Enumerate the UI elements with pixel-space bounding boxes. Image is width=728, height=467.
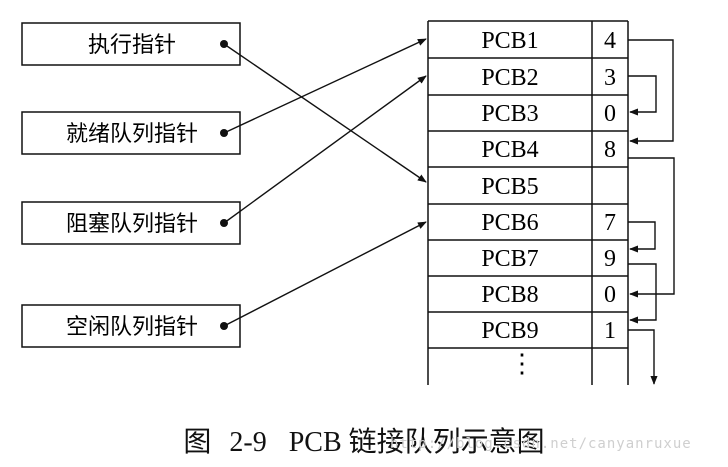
arrow-ready-to-pcb1 xyxy=(223,38,427,134)
pointer-arrows xyxy=(223,38,427,327)
caption-figure-number: 2-9 xyxy=(229,427,267,458)
caption-figure-word: 图 xyxy=(183,427,212,458)
pcb-next: 8 xyxy=(604,137,616,163)
pointer-label-free: 空闲队列指针 xyxy=(66,315,198,340)
link-arrows xyxy=(628,39,675,385)
pcb-next: 9 xyxy=(604,246,616,272)
pointer-box-exec: 执行指针 xyxy=(21,22,241,66)
link-pcb7-to-pcb9 xyxy=(628,263,657,324)
pcb-name: PCB3 xyxy=(481,101,538,127)
pcb-next: 7 xyxy=(604,210,616,236)
arrow-free-to-pcb6 xyxy=(223,221,427,327)
pointer-box-free: 空闲队列指针 xyxy=(21,304,241,348)
link-pcb4-to-pcb8 xyxy=(628,157,675,298)
pcb-name: PCB2 xyxy=(481,65,538,91)
pointer-box-ready: 就绪队列指针 xyxy=(21,111,241,155)
link-pcb9-continue xyxy=(628,329,658,385)
pcb-next: 0 xyxy=(604,101,616,127)
pcb-name: PCB9 xyxy=(481,318,538,344)
pointer-box-blocked: 阻塞队列指针 xyxy=(21,201,241,245)
pcb-name: PCB7 xyxy=(481,246,538,272)
arrow-blocked-to-pcb2 xyxy=(223,75,427,224)
pcb-table: PCB1 PCB2 PCB3 PCB4 PCB5 PCB6 PCB7 PCB8 … xyxy=(427,20,629,385)
arrow-exec-to-pcb5 xyxy=(223,43,427,183)
pointer-label-ready: 就绪队列指针 xyxy=(66,122,198,147)
pcb-name: PCB5 xyxy=(481,174,538,200)
link-pcb6-to-pcb7 xyxy=(628,221,656,253)
pcb-name: PCB6 xyxy=(481,210,538,236)
figure-caption: 图 2-9 PCB 链接队列示意图 xyxy=(0,420,728,460)
link-pcb1-to-pcb4 xyxy=(628,39,674,145)
pcb-names: PCB1 PCB2 PCB3 PCB4 PCB5 PCB6 PCB7 PCB8 … xyxy=(481,28,538,344)
table-ellipsis: ⋮ xyxy=(509,349,535,378)
pcb-name: PCB8 xyxy=(481,282,538,308)
pointer-label-blocked: 阻塞队列指针 xyxy=(66,212,198,237)
pcb-next: 0 xyxy=(604,282,616,308)
pcb-next-values: 4 3 0 8 7 9 0 1 xyxy=(604,28,616,344)
pcb-next: 1 xyxy=(604,318,616,344)
caption-title: PCB 链接队列示意图 xyxy=(288,427,545,458)
pointer-boxes: 执行指针 就绪队列指针 阻塞队列指针 空闲队列指针 xyxy=(21,22,241,348)
pcb-next: 3 xyxy=(604,65,616,91)
pointer-label-exec: 执行指针 xyxy=(88,33,176,58)
watermark: http://blog.csdn.net/canyanruxue xyxy=(390,436,692,452)
pcb-next: 4 xyxy=(604,28,616,54)
pcb-name: PCB1 xyxy=(481,28,538,54)
pcb-name: PCB4 xyxy=(481,137,538,163)
link-pcb2-to-pcb3 xyxy=(628,75,657,116)
